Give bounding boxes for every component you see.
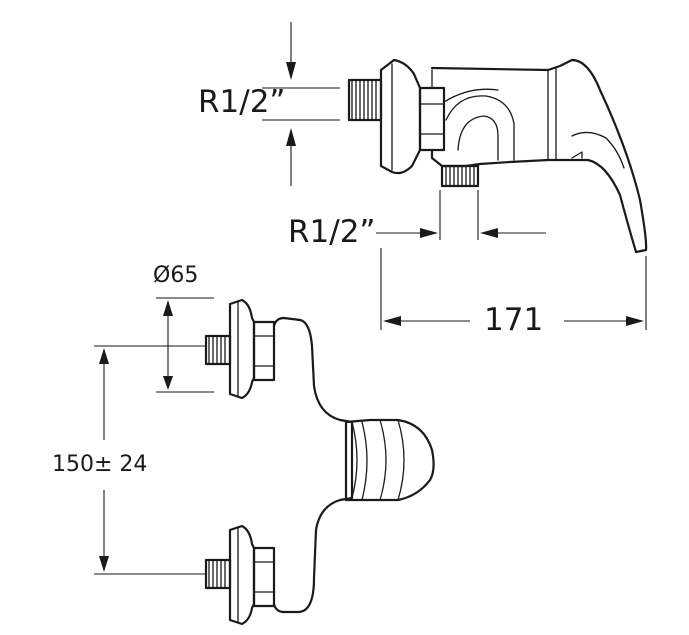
projection-label: 171 [484, 302, 544, 338]
dimension-centre-distance [94, 345, 206, 575]
side-view-mixer [347, 58, 648, 254]
front-view-mixer [204, 298, 435, 626]
dimension-escutcheon-diameter [156, 297, 214, 393]
escutcheon-diameter-label: Ø65 [153, 263, 199, 288]
outlet-thread-label: R1/2” [288, 214, 376, 250]
inlet-thread-label: R1/2” [198, 84, 286, 120]
dimension-projection [380, 248, 647, 330]
dimension-outlet-thread [376, 190, 546, 240]
centre-distance-label: 150± 24 [52, 452, 148, 477]
dimension-inlet-thread [262, 22, 340, 186]
